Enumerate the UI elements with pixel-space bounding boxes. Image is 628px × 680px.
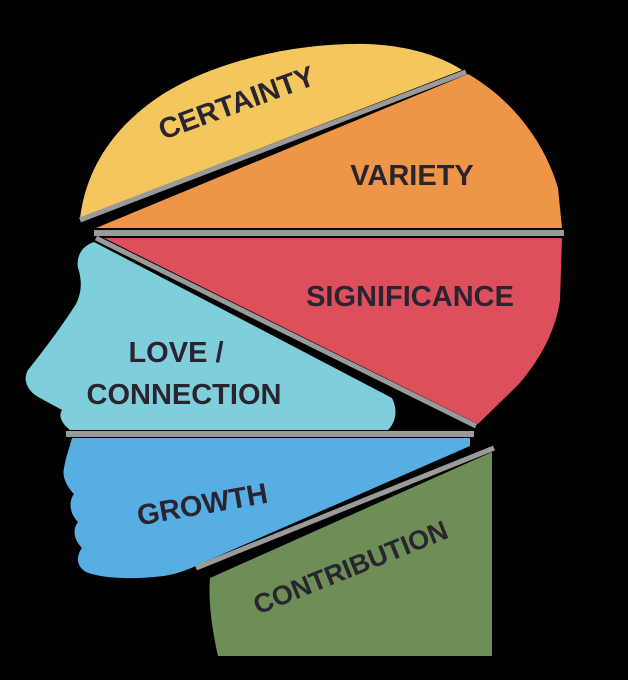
contribution-segment	[209, 452, 492, 656]
growth-segment	[63, 438, 471, 579]
love-connection-segment	[25, 242, 396, 430]
variety-label: VARIETY	[350, 160, 474, 192]
significance-segment	[104, 238, 562, 424]
divider-5	[195, 445, 495, 571]
divider-1	[79, 69, 467, 223]
variety-segment	[96, 74, 562, 228]
divider-3	[94, 235, 478, 429]
love-connection-label-line2: CONNECTION	[87, 379, 282, 411]
significance-label: SIGNIFICANCE	[306, 281, 514, 313]
love-connection-label-line1: LOVE /	[128, 337, 223, 369]
certainty-segment	[80, 43, 462, 218]
